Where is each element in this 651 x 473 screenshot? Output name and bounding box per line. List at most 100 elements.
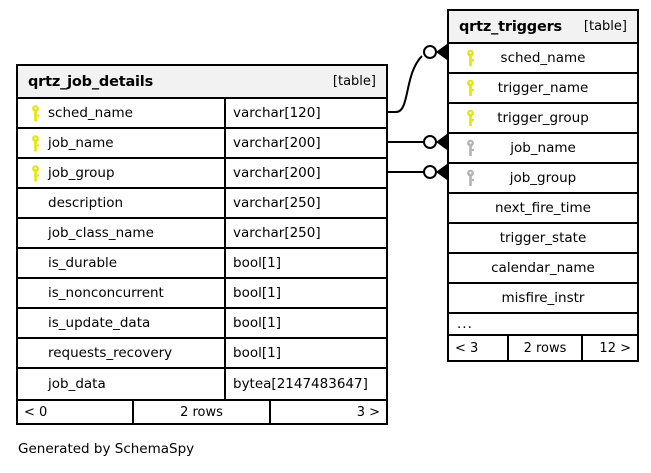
column-name-cell: is_nonconcurrent <box>18 279 226 307</box>
table-title: qrtz_job_details <box>28 73 154 90</box>
relationship-line-sched-name <box>388 55 423 113</box>
table-title: qrtz_triggers <box>459 18 562 35</box>
table-row[interactable]: job_group varchar[200] <box>18 159 386 189</box>
column-label: sched_name <box>500 50 586 66</box>
column-label: job_group <box>48 165 115 181</box>
column-type-cell: bool[1] <box>233 345 281 361</box>
table-header-qrtz-job-details: qrtz_job_details [table] <box>18 66 386 99</box>
column-label: job_name <box>510 140 576 156</box>
column-type-cell: bool[1] <box>233 285 281 301</box>
table-row[interactable]: is_update_data bool[1] <box>18 309 386 339</box>
crowsfoot-sched-name <box>436 44 447 60</box>
column-name-cell: job_data <box>18 369 226 399</box>
table-row[interactable]: description varchar[250] <box>18 189 386 219</box>
table-row[interactable]: job_name <box>449 134 637 164</box>
column-label: requests_recovery <box>48 345 173 361</box>
cardinality-zero-job-name <box>423 135 437 149</box>
crowsfoot-job-name <box>436 134 447 150</box>
table-row[interactable]: next_fire_time <box>449 194 637 224</box>
column-type-cell: bool[1] <box>233 255 281 271</box>
table-pagination-footer: < 3 2 rows 12 > <box>449 336 637 360</box>
column-name-cell: trigger_group <box>449 104 637 132</box>
table-row[interactable]: trigger_state <box>449 224 637 254</box>
column-label: job_class_name <box>48 225 154 241</box>
column-name-cell: job_class_name <box>18 219 226 247</box>
table-qrtz-triggers[interactable]: qrtz_triggers [table] sched_name <box>447 9 639 362</box>
foreign-key-icon <box>461 139 479 157</box>
column-name-cell: is_update_data <box>18 309 226 337</box>
primary-key-icon <box>26 134 44 152</box>
column-name-cell: requests_recovery <box>18 339 226 367</box>
table-row[interactable]: sched_name varchar[120] <box>18 99 386 129</box>
row-count-label: 2 rows <box>134 401 271 423</box>
table-row[interactable]: is_nonconcurrent bool[1] <box>18 279 386 309</box>
column-name-cell: sched_name <box>449 44 637 72</box>
column-label: job_name <box>48 135 114 151</box>
column-type-cell: varchar[200] <box>233 165 321 181</box>
column-label: calendar_name <box>491 260 595 276</box>
prev-page-button[interactable]: < 0 <box>18 401 134 423</box>
column-name-cell: calendar_name <box>449 254 637 282</box>
table-header-qrtz-triggers: qrtz_triggers [table] <box>449 11 637 44</box>
column-name-cell: trigger_name <box>449 74 637 102</box>
table-row[interactable]: calendar_name <box>449 254 637 284</box>
next-page-button[interactable]: 12 > <box>599 340 631 356</box>
primary-key-icon <box>26 104 44 122</box>
column-type-cell: varchar[200] <box>233 135 321 151</box>
table-type-tag: [table] <box>583 19 627 34</box>
column-name-cell: job_group <box>18 159 226 187</box>
more-columns-indicator: ... <box>449 314 637 336</box>
table-row[interactable]: requests_recovery bool[1] <box>18 339 386 369</box>
table-row[interactable]: job_class_name varchar[250] <box>18 219 386 249</box>
next-page-button[interactable]: 3 > <box>356 404 380 420</box>
column-label: trigger_state <box>499 230 587 246</box>
table-type-tag: [table] <box>332 74 376 89</box>
column-type-cell: varchar[250] <box>233 225 321 241</box>
column-type-cell: varchar[250] <box>233 195 321 211</box>
column-name-cell: sched_name <box>18 99 226 127</box>
column-list: sched_name trigger_name <box>449 44 637 336</box>
column-name-cell: next_fire_time <box>449 194 637 222</box>
primary-key-icon <box>461 79 479 97</box>
table-row[interactable]: trigger_group <box>449 104 637 134</box>
primary-key-icon <box>26 164 44 182</box>
prev-page-button[interactable]: < 3 <box>449 336 509 360</box>
column-label: is_nonconcurrent <box>48 285 164 301</box>
column-label: next_fire_time <box>495 200 591 216</box>
column-label: job_data <box>48 376 106 392</box>
column-name-cell: job_name <box>18 129 226 157</box>
column-type-cell: varchar[120] <box>233 105 321 121</box>
primary-key-icon <box>461 109 479 127</box>
column-name-cell: trigger_state <box>449 224 637 252</box>
table-pagination-footer: < 0 2 rows 3 > <box>18 399 386 423</box>
cardinality-zero-job-group <box>423 165 437 179</box>
column-label: misfire_instr <box>501 290 585 306</box>
column-name-cell: misfire_instr <box>449 284 637 312</box>
column-type-cell: bytea[2147483647] <box>233 376 368 392</box>
column-name-cell: job_name <box>449 134 637 162</box>
table-row[interactable]: job_group <box>449 164 637 194</box>
column-label: job_group <box>509 170 577 186</box>
column-name-cell: job_group <box>449 164 637 192</box>
row-count-label: 2 rows <box>509 336 583 360</box>
generated-by-caption: Generated by SchemaSpy <box>18 441 195 457</box>
primary-key-icon <box>461 49 479 67</box>
table-row[interactable]: misfire_instr <box>449 284 637 314</box>
table-row[interactable]: job_name varchar[200] <box>18 129 386 159</box>
column-list: sched_name varchar[120] job_name <box>18 99 386 399</box>
cardinality-zero-sched-name <box>423 45 437 59</box>
crowsfoot-job-group <box>436 164 447 180</box>
column-label: sched_name <box>48 105 133 121</box>
column-type-cell: bool[1] <box>233 315 281 331</box>
column-label: is_durable <box>48 255 118 271</box>
table-row[interactable]: job_data bytea[2147483647] <box>18 369 386 399</box>
column-label: description <box>48 195 124 211</box>
table-row[interactable]: is_durable bool[1] <box>18 249 386 279</box>
table-qrtz-job-details[interactable]: qrtz_job_details [table] sched_name <box>16 64 388 425</box>
column-label: is_update_data <box>48 315 151 331</box>
table-row[interactable]: trigger_name <box>449 74 637 104</box>
foreign-key-icon <box>461 169 479 187</box>
column-name-cell: description <box>18 189 226 217</box>
table-row[interactable]: sched_name <box>449 44 637 74</box>
